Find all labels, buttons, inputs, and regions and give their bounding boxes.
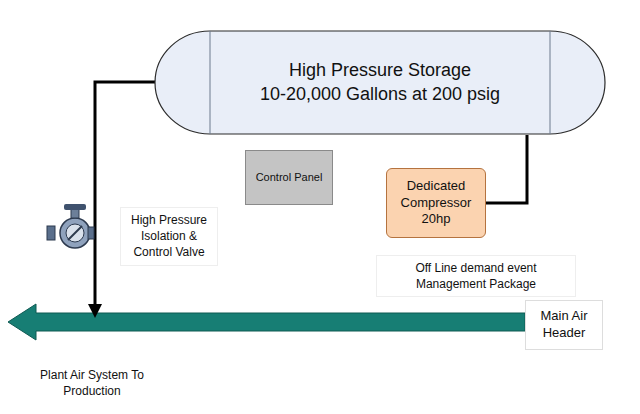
node-title: Dedicated Compressor 20hp [393, 178, 479, 229]
tank-outline [155, 30, 605, 135]
butterfly-valve-symbol [47, 204, 94, 248]
node-detail: 10-20,000 Gallons at 200 psig [260, 83, 500, 106]
compressor-box: Dedicated Compressor 20hp [386, 168, 486, 238]
header-pipe-arrow [8, 304, 525, 340]
tank-body [155, 31, 605, 134]
tank-seam [550, 31, 551, 134]
header-box: Main Air Header [525, 300, 603, 350]
outlet-label: Plant Air System To Production [30, 367, 154, 399]
node-title: High Pressure Storage [289, 59, 471, 82]
annotation-label: Off Line demand event Management Package [376, 255, 576, 297]
node-title: Control Panel [256, 170, 323, 184]
tank-seam [210, 31, 211, 134]
control-panel-box: Control Panel [245, 150, 333, 205]
annotation-label: High Pressure Isolation & Control Valve [120, 207, 218, 266]
outlet-pipe [95, 82, 155, 306]
storage-tank: High Pressure Storage10-20,000 Gallons a… [155, 30, 605, 135]
node-title: Main Air Header [532, 308, 596, 342]
supply-pipe [486, 135, 527, 203]
outlet-arrowhead [88, 304, 102, 318]
